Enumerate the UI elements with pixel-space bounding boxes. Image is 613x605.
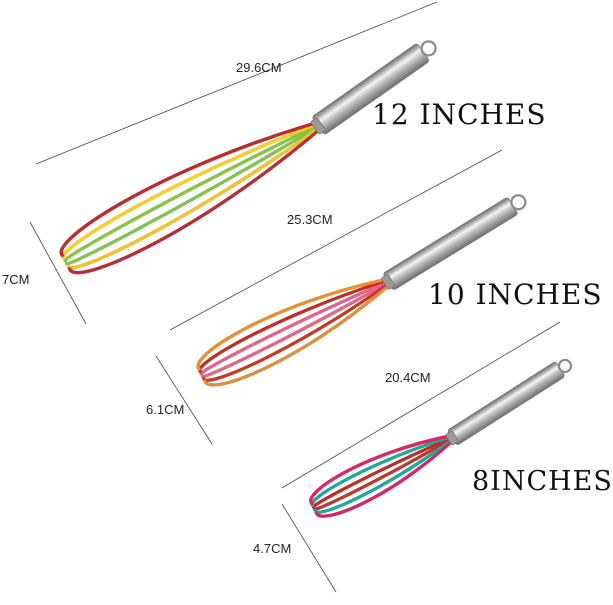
whisk-wires	[309, 434, 455, 518]
size-label-10in: 10 INCHES	[428, 278, 603, 311]
whisk-wire	[63, 123, 320, 263]
whisk-wire	[61, 122, 319, 260]
whisk-wire	[311, 435, 454, 509]
hanging-loop	[420, 40, 437, 57]
width-label-10in: 6.1CM	[146, 402, 185, 417]
whisk-wires	[196, 277, 391, 387]
whisk-wire	[310, 435, 453, 507]
whisk-wire	[67, 127, 322, 275]
steel-handle	[445, 358, 573, 446]
width-dimension-line-8in	[281, 503, 337, 593]
whisk-10in	[196, 194, 527, 387]
length-dimension-line-8in	[281, 321, 561, 489]
width-label-12in: 7CM	[2, 272, 30, 287]
size-label-8in: 8INCHES	[472, 466, 613, 497]
whisk-wire	[196, 277, 389, 371]
whisk-wires	[59, 121, 322, 275]
whisk-wire	[313, 437, 455, 514]
width-dimension-line-12in	[29, 221, 87, 325]
whisk-wire	[312, 436, 454, 511]
whisk-wire	[199, 279, 390, 376]
length-dimension-line-10in	[169, 149, 503, 331]
whisk-wire	[314, 438, 455, 518]
whisk-illustration	[29, 1, 573, 593]
whisk-wire	[198, 278, 389, 374]
whisk-wire	[65, 125, 320, 266]
whisk-wire	[203, 283, 391, 387]
width-label-8in: 4.7CM	[253, 541, 292, 556]
whisk-12in	[59, 40, 437, 275]
whisk-wire	[59, 121, 318, 257]
width-dimension-line-10in	[155, 355, 213, 445]
whisk-wire	[67, 127, 322, 275]
whisk-8in	[309, 358, 573, 518]
length-dimension-line-12in	[35, 1, 438, 165]
size-label-12in: 12 INCHES	[372, 98, 547, 131]
length-label-8in: 20.4CM	[385, 370, 431, 385]
whisk-wire	[309, 434, 453, 505]
whisk-wire	[200, 280, 390, 379]
hanging-loop	[510, 194, 527, 211]
length-label-12in: 29.6CM	[236, 60, 282, 75]
steel-handle	[310, 40, 437, 135]
steel-handle	[381, 194, 527, 290]
whisk-wire	[202, 282, 391, 382]
whisk-wire	[66, 126, 321, 270]
length-label-10in: 25.3CM	[287, 212, 333, 227]
hanging-loop	[557, 358, 573, 374]
product-photo: 29.6CM 7CM 12 INCHES 25.3CM 6.1CM 10 INC…	[2, 1, 612, 593]
